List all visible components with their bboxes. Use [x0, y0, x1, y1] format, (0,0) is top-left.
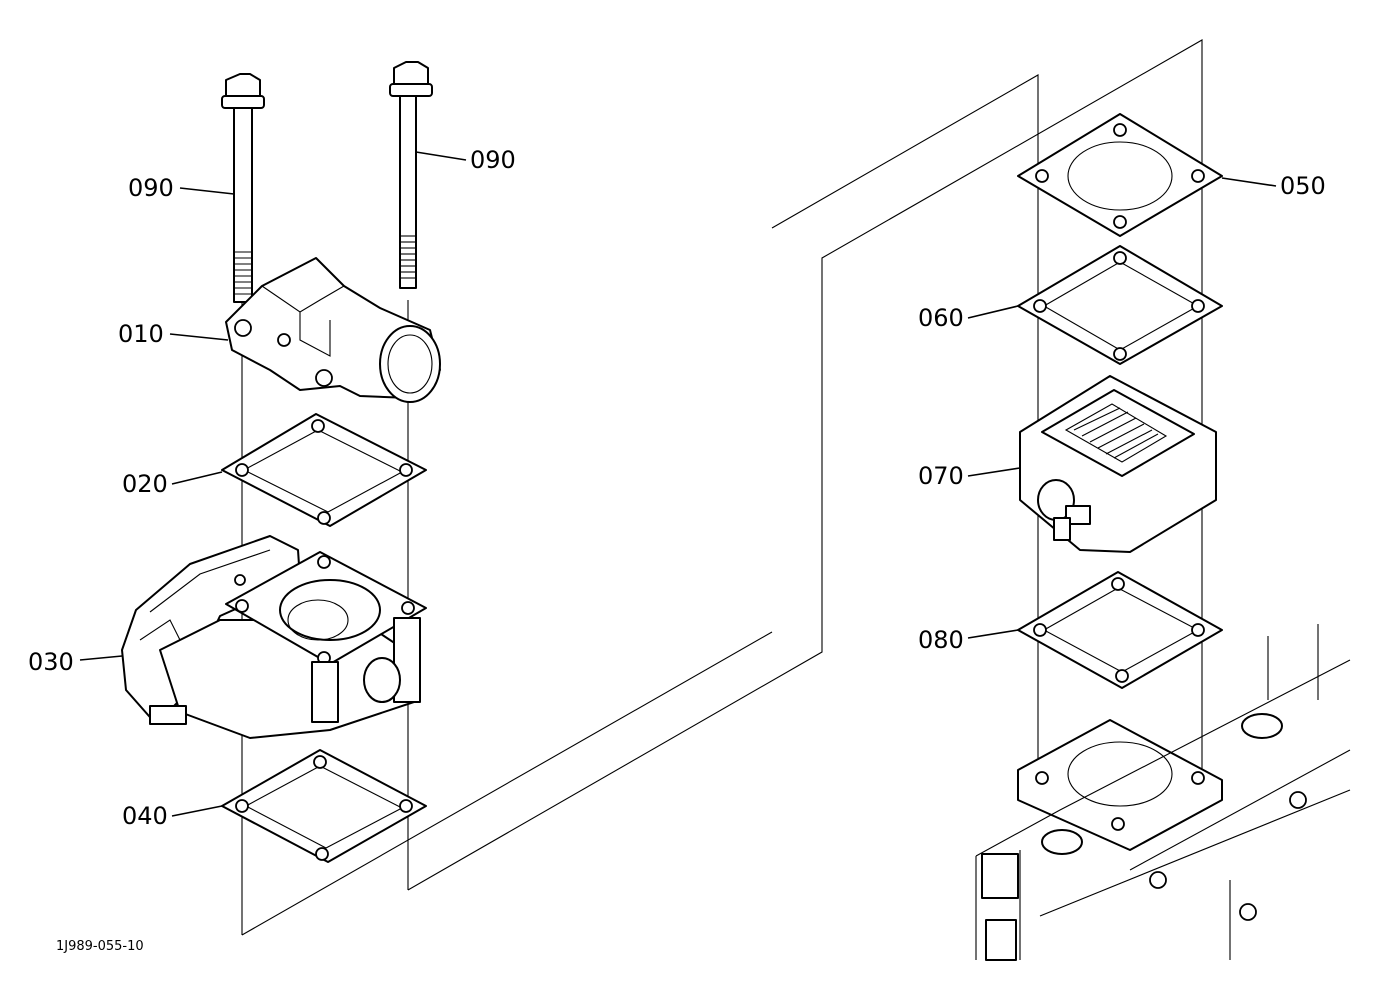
callout-label-gasket-3: 060: [918, 304, 964, 332]
leader-lines: [79, 151, 1277, 817]
callout-label-elbow: 010: [118, 320, 164, 348]
gasket-040: [221, 749, 427, 863]
flange-gasket-050: [1017, 113, 1223, 237]
callout-label-flange-gasket: 050: [1280, 172, 1326, 200]
callout-label-gasket-2: 040: [122, 802, 168, 830]
intake-manifold: [975, 624, 1351, 961]
throttle-valve: [121, 535, 427, 739]
diagram-code: 1J989-055-10: [56, 939, 144, 954]
elbow-pipe: [225, 257, 441, 403]
gasket-060: [1017, 245, 1223, 365]
gasket-080: [1017, 571, 1223, 689]
bolt-left: [221, 73, 265, 303]
air-heater-070: [1019, 375, 1217, 553]
callout-label-heater: 070: [918, 462, 964, 490]
callout-label-bolt-left: 090: [128, 174, 174, 202]
callout-label-gasket-1: 020: [122, 470, 168, 498]
gasket-020: [221, 413, 427, 527]
bolt-right: [389, 61, 433, 289]
callout-label-bolt-right: 090: [470, 146, 516, 174]
callout-label-valve: 030: [28, 648, 74, 676]
callout-label-gasket-4: 080: [918, 626, 964, 654]
